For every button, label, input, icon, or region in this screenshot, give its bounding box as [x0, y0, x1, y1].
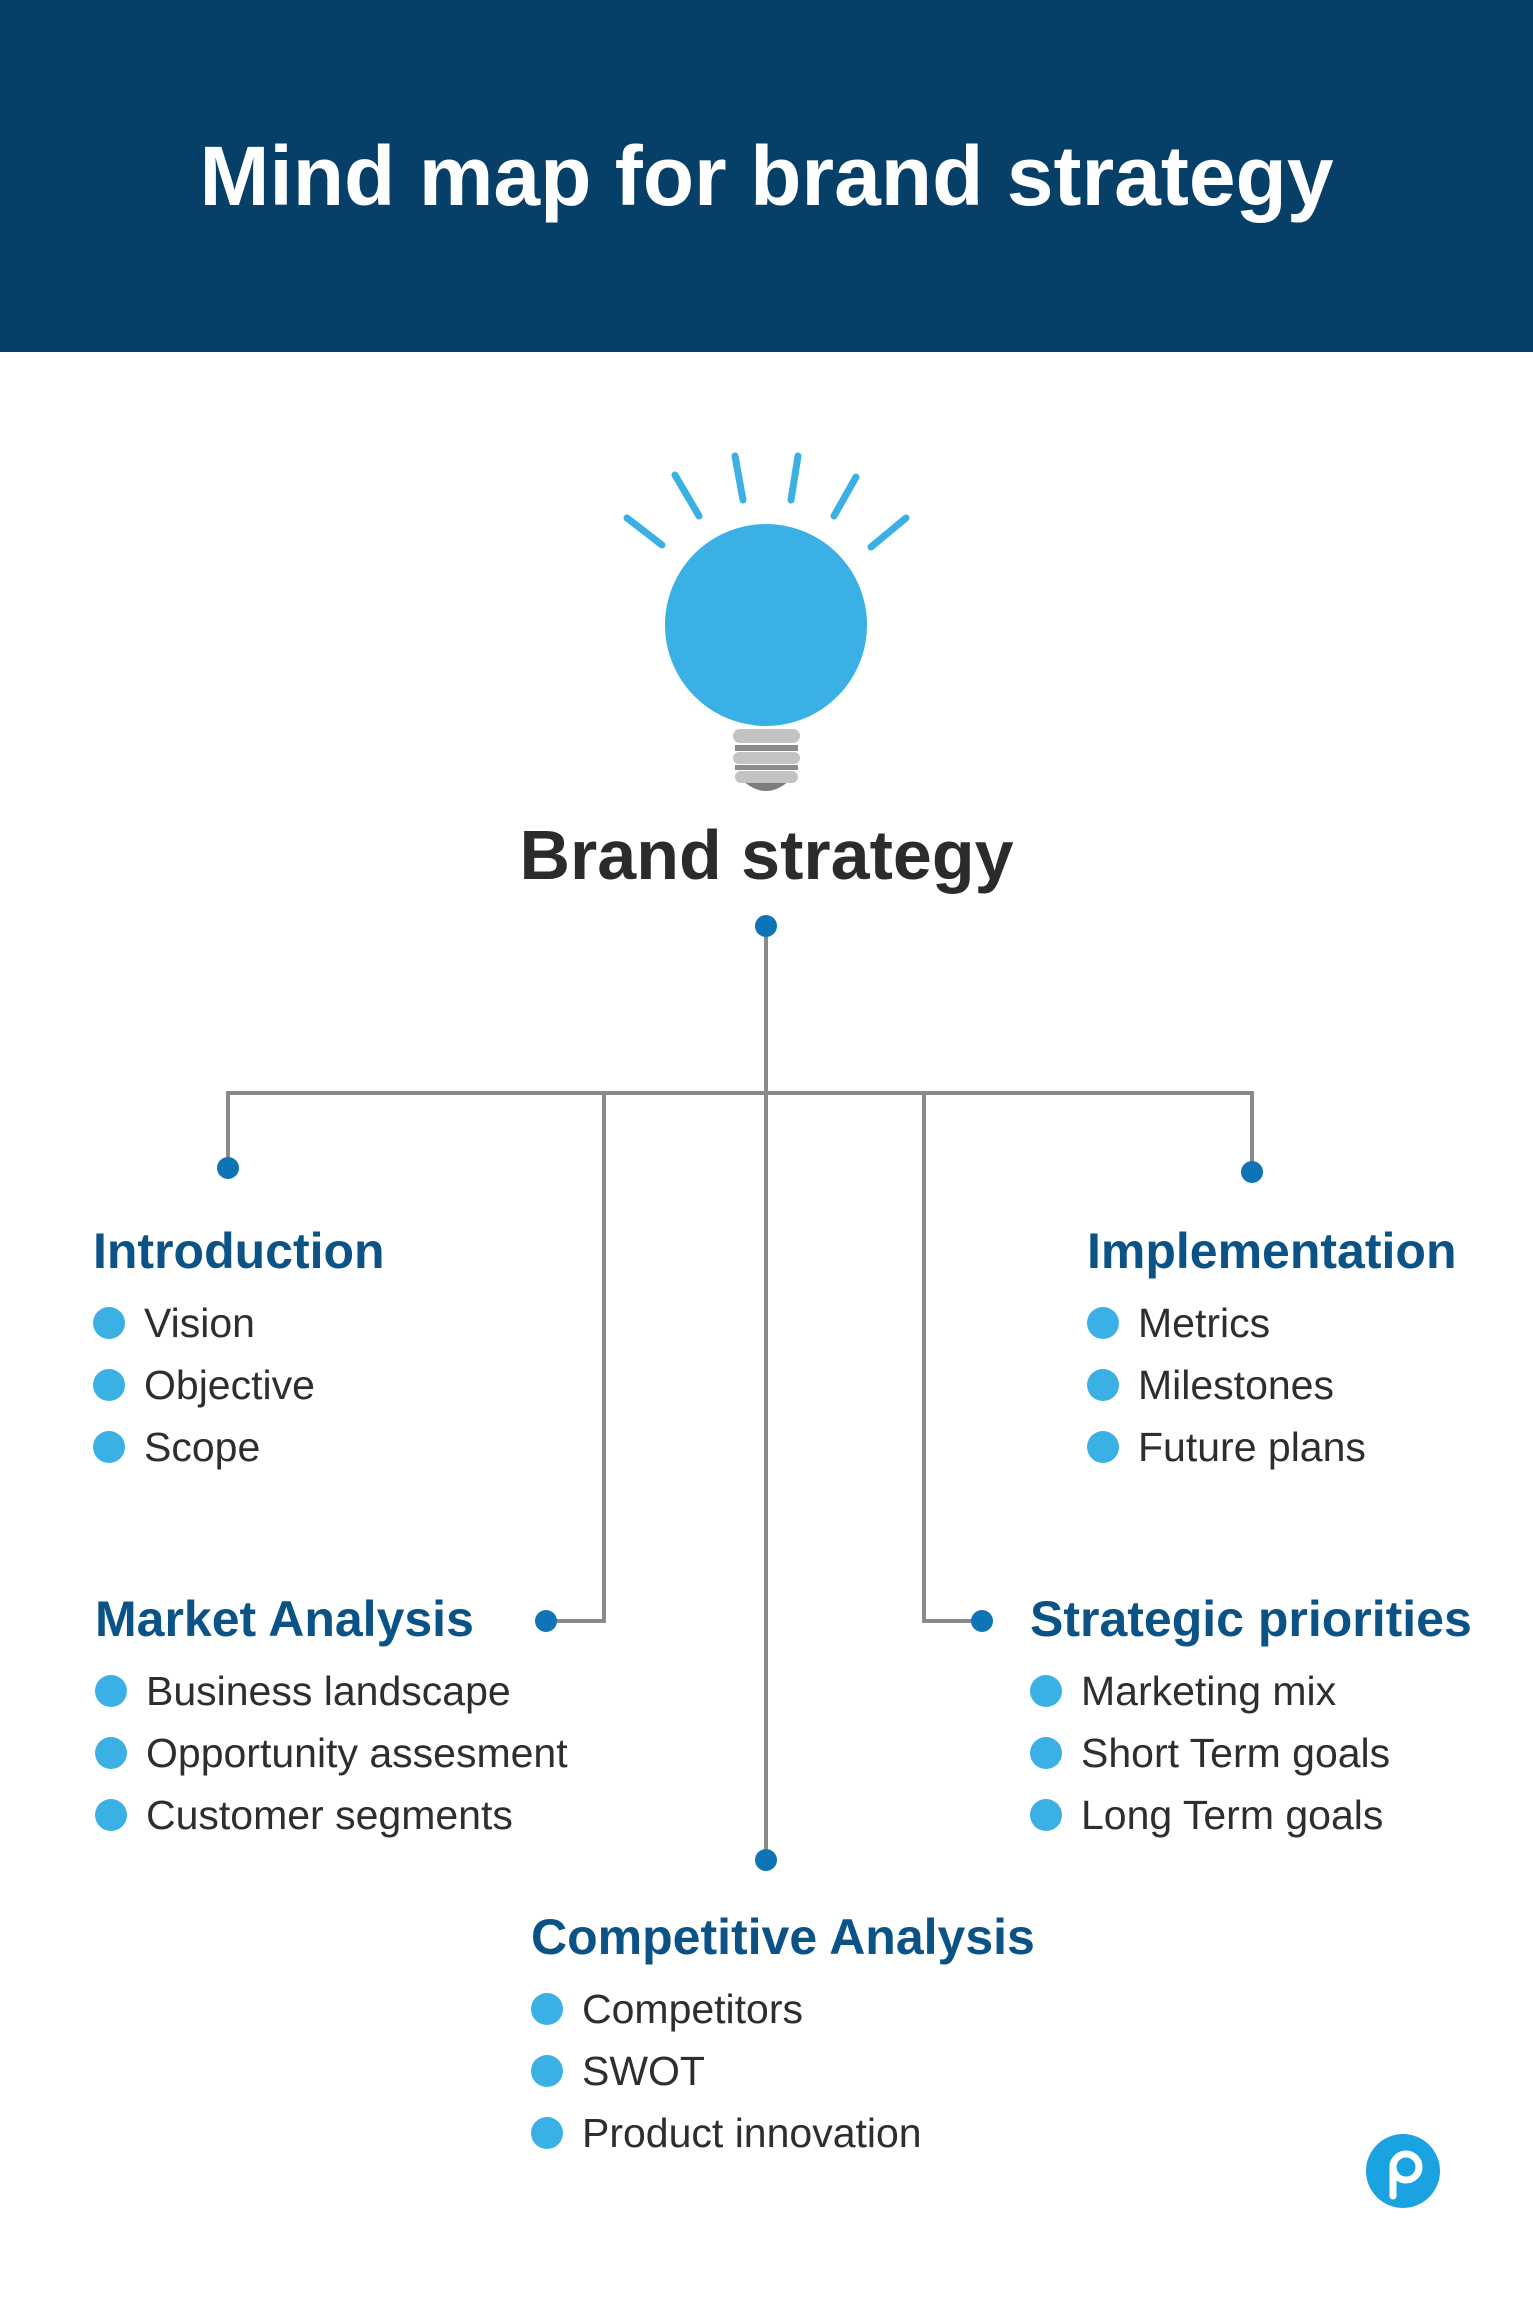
competitive-analysis-node-dot: [755, 1849, 777, 1871]
bullet-dot-icon: [1087, 1369, 1119, 1401]
market-analysis-node-dot: [535, 1610, 557, 1632]
list-item-label: Future plans: [1138, 1423, 1366, 1470]
list-item: Competitors: [531, 1978, 1035, 2040]
list-item-label: Opportunity assesment: [146, 1729, 568, 1776]
bullet-dot-icon: [95, 1799, 127, 1831]
list-item-label: SWOT: [582, 2047, 705, 2094]
bullet-dot-icon: [95, 1737, 127, 1769]
list-item-label: Scope: [144, 1423, 261, 1470]
branch-title: Competitive Analysis: [531, 1909, 1035, 1965]
list-item-label: Milestones: [1138, 1361, 1334, 1408]
branch-introduction: Introduction Vision Objective Scope: [93, 1222, 385, 1478]
bullet-dot-icon: [531, 1993, 563, 2025]
list-item-label: Long Term goals: [1081, 1791, 1384, 1838]
list-item-label: Vision: [144, 1299, 255, 1346]
bullet-dot-icon: [93, 1431, 125, 1463]
bullet-dot-icon: [531, 2117, 563, 2149]
bullet-dot-icon: [1030, 1799, 1062, 1831]
list-item-label: Marketing mix: [1081, 1667, 1337, 1714]
branch-title: Implementation: [1087, 1223, 1457, 1279]
bullet-dot-icon: [95, 1675, 127, 1707]
lightbulb-icon: [623, 452, 910, 791]
list-item-label: Short Term goals: [1081, 1729, 1391, 1776]
list-item: Objective: [93, 1354, 385, 1416]
list-item-label: Product innovation: [582, 2109, 922, 2156]
list-item: Customer segments: [95, 1784, 568, 1846]
list-item: Metrics: [1087, 1292, 1456, 1354]
list-item: Product innovation: [531, 2102, 1035, 2164]
center-node-dot: [755, 915, 777, 937]
list-item-label: Objective: [144, 1361, 315, 1408]
bullet-dot-icon: [1030, 1675, 1062, 1707]
implementation-node-dot: [1241, 1161, 1263, 1183]
bullet-dot-icon: [531, 2055, 563, 2087]
strategic-priorities-node-dot: [971, 1610, 993, 1632]
brand-logo-icon: [1366, 2134, 1440, 2208]
branch-title: Introduction: [93, 1223, 385, 1279]
list-item: Future plans: [1087, 1416, 1456, 1478]
header-banner: Mind map for brand strategy: [0, 0, 1533, 352]
list-item: Milestones: [1087, 1354, 1456, 1416]
bullet-dot-icon: [1030, 1737, 1062, 1769]
list-item: Long Term goals: [1030, 1784, 1472, 1846]
branch-competitive-analysis: Competitive Analysis Competitors SWOT Pr…: [531, 1908, 1035, 2164]
bullet-dot-icon: [1087, 1307, 1119, 1339]
branch-implementation: Implementation Metrics Milestones Future…: [1087, 1222, 1456, 1478]
list-item-label: Customer segments: [146, 1791, 513, 1838]
bullet-dot-icon: [93, 1307, 125, 1339]
page-title: Mind map for brand strategy: [199, 128, 1334, 223]
list-item-label: Business landscape: [146, 1667, 511, 1714]
list-item-label: Competitors: [582, 1985, 804, 2032]
list-item: Vision: [93, 1292, 385, 1354]
branch-title: Market Analysis: [95, 1591, 474, 1647]
branch-market-analysis: Market Analysis Business landscape Oppor…: [95, 1590, 568, 1846]
list-item: Business landscape: [95, 1660, 568, 1722]
list-item-label: Metrics: [1138, 1299, 1271, 1346]
list-item: Short Term goals: [1030, 1722, 1472, 1784]
list-item: Scope: [93, 1416, 385, 1478]
introduction-node-dot: [217, 1157, 239, 1179]
list-item: Marketing mix: [1030, 1660, 1472, 1722]
branch-title: Strategic priorities: [1030, 1591, 1472, 1647]
bullet-dot-icon: [93, 1369, 125, 1401]
connector-lines: [226, 926, 1254, 1860]
branch-strategic-priorities: Strategic priorities Marketing mix Short…: [1030, 1590, 1472, 1846]
list-item: SWOT: [531, 2040, 1035, 2102]
central-topic: Brand strategy: [519, 816, 1014, 894]
bullet-dot-icon: [1087, 1431, 1119, 1463]
list-item: Opportunity assesment: [95, 1722, 568, 1784]
